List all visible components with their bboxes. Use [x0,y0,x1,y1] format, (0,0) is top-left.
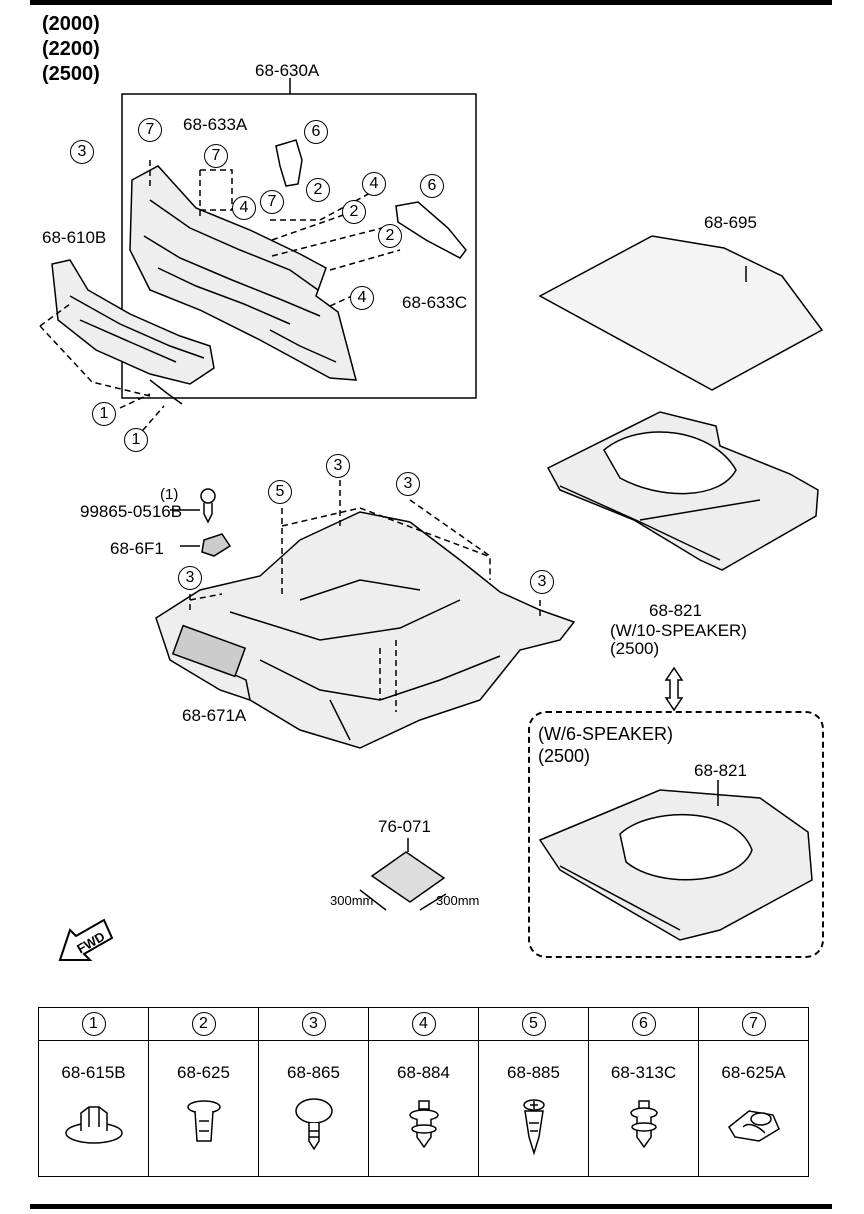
legend-part: 68-625A [721,1063,786,1082]
legend-num: 3 [301,1012,326,1036]
variant-box-6-speaker [528,711,824,958]
legend-num: 7 [741,1012,766,1036]
legend-num: 5 [521,1012,546,1036]
model-2200: (2200) [42,38,100,60]
callout-6: 6 [304,120,328,144]
label-99865-0516B: 99865-0516B [80,502,183,521]
legend-part: 68-615B [61,1063,126,1082]
legend-header-6: 6 [588,1007,699,1041]
fastener-legend-table: 1 2 3 4 5 6 7 68-615B 68-625 68-865 68-8… [38,1007,809,1177]
label-68-671A: 68-671A [182,706,247,725]
legend-cell-2: 68-625 [148,1040,259,1177]
callout-2: 2 [378,224,402,248]
label-76-071: 76-071 [378,817,431,836]
legend-header-7: 7 [698,1007,809,1041]
callout-1: 1 [92,402,116,426]
label-68-6F1: 68-6F1 [110,539,164,558]
callout-4: 4 [362,172,386,196]
label-99865-qty: (1) [160,486,179,503]
variant-model: (2500) [538,746,591,766]
clip-884-icon [408,1100,439,1149]
label-68-633A: 68-633A [183,115,248,134]
legend-num: 4 [411,1012,436,1036]
model-2000: (2000) [42,13,100,35]
label-68-821-top: 68-821 [649,601,702,620]
legend-num: 2 [191,1012,216,1036]
trunk-board-695 [538,235,824,391]
legend-cell-7: 68-625A [698,1040,809,1177]
callout-7: 7 [138,118,162,142]
legend-cell-1: 68-615B [38,1040,149,1177]
legend-part: 68-625 [177,1063,230,1082]
alternate-arrow [664,666,684,712]
legend-part: 68-313C [610,1063,677,1082]
label-68-633C: 68-633C [402,293,468,312]
legend-header-5: 5 [478,1007,589,1041]
variant-title: (W/6-SPEAKER) [538,724,674,744]
pad-76-071 [370,851,446,903]
callout-7: 7 [204,144,228,168]
clip-625-icon [186,1100,221,1142]
variant-part: 68-821 [694,761,747,780]
callout-6: 6 [420,174,444,198]
legend-header-4: 4 [368,1007,479,1041]
legend-part: 68-885 [507,1063,560,1082]
callout-3: 3 [178,566,202,590]
clip-625A-icon [727,1110,780,1142]
clip-6F1 [201,533,232,557]
callout-4: 4 [350,286,374,310]
clip-865-icon [294,1098,333,1151]
callout-7: 7 [260,190,284,214]
legend-part: 68-884 [397,1063,450,1082]
legend-num: 6 [631,1012,656,1036]
callout-3: 3 [326,454,350,478]
legend-cell-3: 68-865 [258,1040,369,1177]
label-68-630A: 68-630A [255,61,320,80]
insulator-633C [395,201,467,259]
parts-illustration [39,78,824,961]
legend-cell-4: 68-884 [368,1040,479,1177]
floor-carpet-671A [155,511,576,749]
dash-insulator [129,165,357,381]
legend-header-1: 1 [38,1007,149,1041]
clip-313C-icon [629,1100,658,1149]
legend-header-2: 2 [148,1007,259,1041]
callout-1: 1 [124,428,148,452]
legend-num: 1 [81,1012,106,1036]
callout-3: 3 [70,140,94,164]
callout-2: 2 [306,178,330,202]
clip-615B-icon [64,1106,123,1144]
dash-panel-frame [121,93,477,399]
fwd-arrow [58,918,114,961]
cowl-610B [51,259,215,385]
callout-4: 4 [232,196,256,220]
bottom-rule [30,1204,832,1209]
label-68-821-note1: (W/10-SPEAKER) [610,621,747,640]
screw-99865 [203,503,213,524]
callout-5: 5 [268,480,292,504]
clip-885-icon [522,1099,545,1156]
model-2500: (2500) [42,63,100,85]
label-68-610B: 68-610B [42,228,107,247]
legend-cell-5: 68-885 [478,1040,589,1177]
label-68-695: 68-695 [704,213,757,232]
callout-2: 2 [342,200,366,224]
legend-part: 68-865 [287,1063,340,1082]
callout-3: 3 [396,472,420,496]
legend-cell-6: 68-313C [588,1040,699,1177]
insulator-633A [275,139,303,187]
dimension-left: 300mm [330,893,374,908]
callout-3: 3 [530,570,554,594]
top-rule [30,0,832,5]
dimension-right: 300mm [436,893,480,908]
label-68-821-note2: (2500) [610,639,660,658]
legend-header-3: 3 [258,1007,369,1041]
